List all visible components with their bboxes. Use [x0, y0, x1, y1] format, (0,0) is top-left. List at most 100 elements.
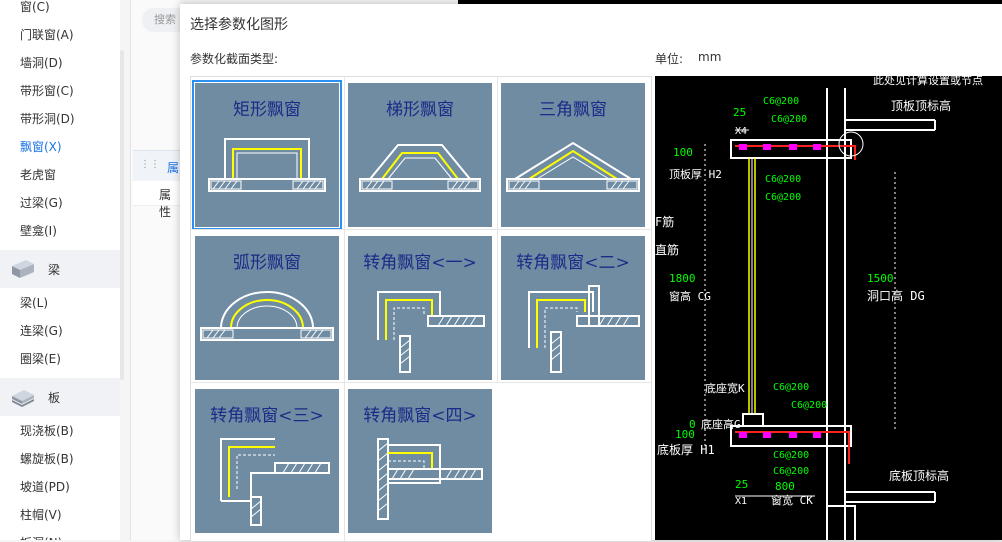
- sidebar-item-top-3[interactable]: 带形窗(C): [20, 84, 74, 98]
- rebar-bot-4: C6@200: [773, 466, 809, 477]
- shape-tile-corner-1[interactable]: 转角飘窗<一>: [348, 236, 492, 380]
- shape-name: 梯形飘窗: [386, 100, 454, 120]
- sidebar-group-beam-label: 梁: [48, 262, 61, 277]
- shape-tile-corner-2[interactable]: 转角飘窗<二>: [501, 236, 645, 380]
- shape-grid: 矩形飘窗 梯形飘窗 三角飘窗: [190, 76, 652, 542]
- sidebar-item-top-5[interactable]: 飘窗(X): [20, 140, 62, 154]
- shape-name: 矩形飘窗: [233, 100, 301, 120]
- canvas-edge: [458, 0, 1002, 4]
- sidebar-item-slab-0[interactable]: 现浇板(B): [20, 424, 74, 438]
- bot-slab-thk: 底板厚 H1: [657, 442, 715, 457]
- corner-bay-window-4-icon: [377, 438, 483, 520]
- corner-bay-window-3-icon: [220, 438, 330, 526]
- rebar-bot-1: C6@200: [773, 382, 809, 393]
- triangle-bay-window-icon: [506, 141, 640, 192]
- sidebar-list-beam: 梁(L) 连梁(G) 圈梁(E): [0, 292, 120, 376]
- shape-name: 转角飘窗<三>: [210, 406, 324, 426]
- grid-line: [497, 77, 498, 383]
- sidebar-item-top-2[interactable]: 墙洞(D): [20, 56, 63, 70]
- dim-25-top: 25: [733, 106, 746, 119]
- top-slab-elev: 顶板顶标高: [891, 98, 951, 113]
- sidebar-group-slab[interactable]: 板: [0, 378, 120, 416]
- window-height: 窗高 CG: [669, 289, 711, 303]
- dim-1500: 1500: [867, 272, 894, 285]
- dialog-title: 选择参数化图形: [190, 17, 288, 33]
- section-type-label: 参数化截面类型:: [190, 52, 279, 66]
- property-tab[interactable]: ⋮⋮ 属: [133, 150, 180, 181]
- sidebar-list-slab: 现浇板(B) 螺旋板(B) 坡道(PD) 柱帽(V) 板洞(N): [0, 420, 120, 540]
- rebar-top-3: C6@200: [765, 174, 801, 185]
- sidebar-list-top: 窗(C) 门联窗(A) 墙洞(D) 带形窗(C) 带形洞(D) 飘窗(X) 老虎窗过梁(G)…: [0, 0, 120, 248]
- shape-tile-rect[interactable]: 矩形飘窗: [192, 80, 342, 230]
- dim-1800: 1800: [669, 272, 696, 285]
- sidebar-item-top-7[interactable]: 过梁(G): [20, 196, 63, 210]
- shape-name: 弧形飘窗: [233, 253, 301, 273]
- corner-bay-window-1-icon: [377, 291, 485, 373]
- sidebar-item-top-6[interactable]: 老虎窗: [20, 168, 57, 182]
- x4-label: X4: [735, 126, 747, 137]
- top-slab-thk: 顶板厚 H2: [669, 167, 722, 181]
- component-sidebar: 窗(C) 门联窗(A) 墙洞(D) 带形窗(C) 带形洞(D) 飘窗(X) 老虎窗过梁(G)…: [0, 0, 120, 540]
- shape-tile-triangle[interactable]: 三角飘窗: [501, 83, 645, 227]
- rebar-top-1: C6@200: [763, 96, 799, 107]
- section-drawing: 此处见计算设置或节点 顶板顶标高 25 X4 C6@200 C6@200 100…: [655, 76, 983, 540]
- shape-tile-corner-4[interactable]: 转角飘窗<四>: [348, 389, 492, 533]
- sidebar-item-beam-2[interactable]: 圈梁(E): [20, 352, 61, 366]
- shape-tile-trapezoid[interactable]: 梯形飘窗: [348, 83, 492, 227]
- rect-bay-window-icon: [208, 138, 326, 192]
- sidebar-divider: [130, 0, 131, 540]
- drag-handle-icon[interactable]: ⋮⋮: [140, 159, 160, 170]
- dim-800: 800: [775, 480, 795, 493]
- shape-name: 转角飘窗<四>: [363, 406, 477, 426]
- sidebar-item-slab-2[interactable]: 坡道(PD): [20, 480, 70, 494]
- sidebar-item-top-0[interactable]: 窗(C): [20, 0, 50, 14]
- dim-25-bot: 25: [735, 478, 748, 491]
- rebar-bot-3: C6@200: [773, 450, 809, 461]
- arc-bay-window-icon: [200, 291, 334, 341]
- opening-height: 洞口高 DG: [867, 288, 925, 303]
- shape-name: 转角飘窗<一>: [363, 253, 477, 273]
- trapezoid-bay-window-icon: [359, 144, 481, 192]
- background-panel: [131, 0, 180, 540]
- dim-0: 0: [689, 418, 696, 431]
- sidebar-item-beam-1[interactable]: 连梁(G): [20, 324, 63, 338]
- sidebar-scrollbar[interactable]: [120, 50, 124, 380]
- shape-tile-corner-3[interactable]: 转角飘窗<三>: [195, 389, 339, 533]
- seat-height: 底座高G: [701, 417, 741, 431]
- slab-icon: [12, 390, 34, 407]
- property-tab-label: 属: [167, 161, 180, 175]
- seat-width: 底座宽K: [705, 381, 745, 395]
- bot-slab-elev: 底板顶标高: [889, 468, 949, 483]
- rebar-bot-2: C6@200: [791, 400, 827, 411]
- sidebar-item-beam-0[interactable]: 梁(L): [20, 296, 49, 310]
- corner-bay-window-2-icon: [528, 285, 640, 373]
- unit-value: mm: [698, 50, 722, 64]
- property-header-row: 属性: [133, 181, 180, 219]
- sidebar-group-slab-label: 板: [48, 390, 61, 405]
- grid-line: [191, 229, 651, 230]
- section-preview: 此处见计算设置或节点 顶板顶标高 25 X4 C6@200 C6@200 100…: [655, 76, 1002, 540]
- sidebar-item-slab-1[interactable]: 螺旋板(B): [20, 452, 74, 466]
- sidebar-item-top-8[interactable]: 壁龛(I): [20, 224, 57, 238]
- rebar-top-2: C6@200: [771, 114, 807, 125]
- top-note: 此处见计算设置或节点: [873, 76, 983, 87]
- sidebar-group-beam[interactable]: 梁: [0, 250, 120, 288]
- sidebar-item-slab-3[interactable]: 柱帽(V): [20, 508, 62, 522]
- unit-label: 单位:: [655, 52, 684, 66]
- sidebar-item-slab-4[interactable]: 板洞(N): [0, 532, 120, 540]
- beam-icon: [12, 260, 34, 278]
- select-parametric-shape-dialog: 选择参数化图形 参数化截面类型: 单位: mm 矩形飘窗: [180, 4, 1002, 542]
- shape-name: 转角飘窗<二>: [516, 253, 630, 273]
- grid-line: [344, 77, 345, 541]
- left-text-1: F筋: [655, 214, 674, 229]
- x1-label: X1: [735, 496, 747, 507]
- rebar-top-4: C6@200: [765, 192, 801, 203]
- left-text-2: 直筋: [655, 242, 679, 257]
- dim-100-bot: 100: [675, 428, 695, 441]
- dim-100-top: 100: [673, 146, 693, 159]
- window-width: 窗宽 CK: [771, 493, 813, 507]
- sidebar-item-top-1[interactable]: 门联窗(A): [20, 28, 74, 42]
- shape-tile-arc[interactable]: 弧形飘窗: [195, 236, 339, 380]
- shape-name: 三角飘窗: [539, 100, 607, 120]
- sidebar-item-top-4[interactable]: 带形洞(D): [20, 112, 75, 126]
